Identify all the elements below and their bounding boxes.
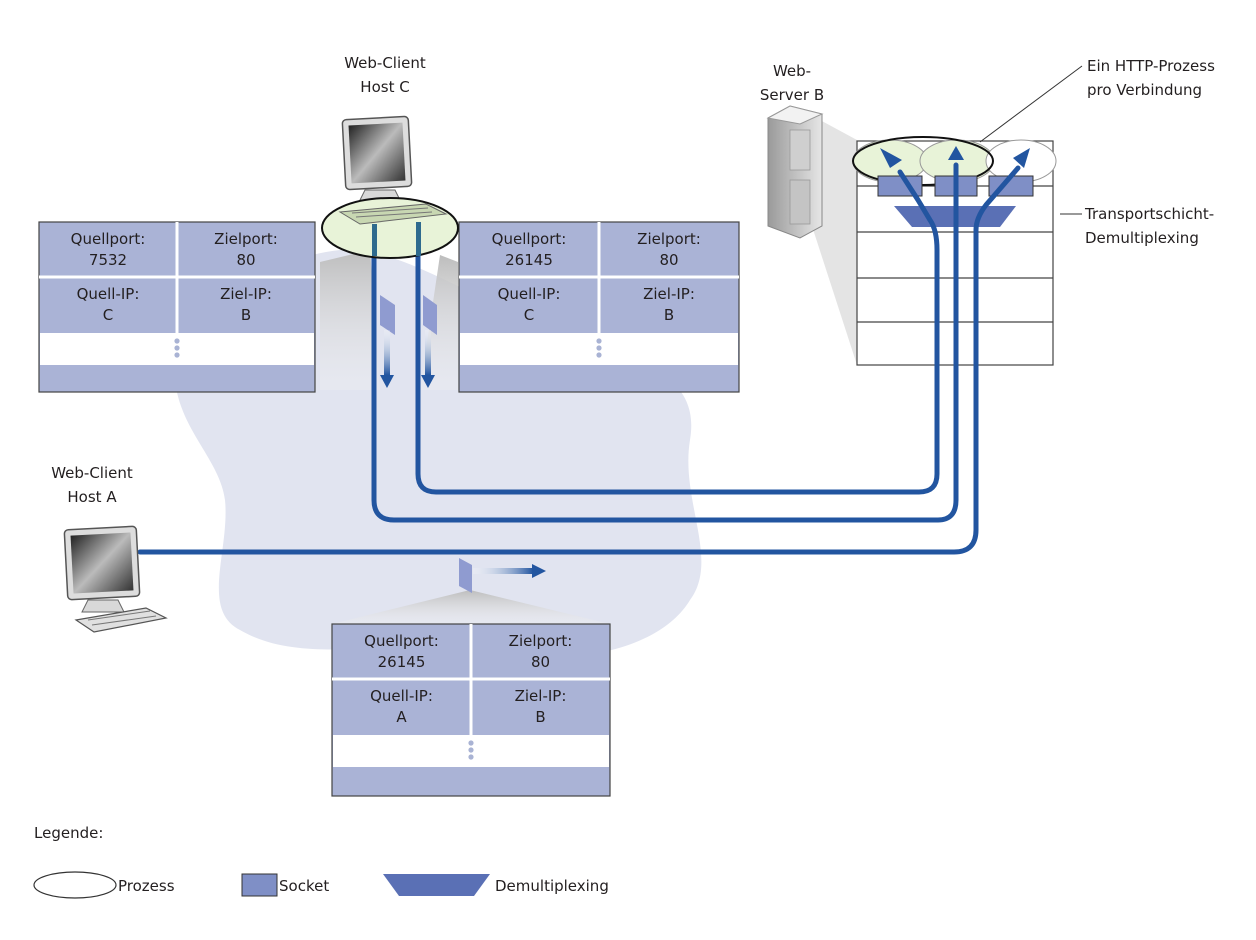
socket-tab-c-7532 (380, 295, 395, 335)
label-host-c-line1: Web-Client (344, 54, 426, 72)
legend: Legende: Prozess Socket Demultiplexing (33, 824, 609, 899)
cell-src-ip-value: A (396, 708, 407, 726)
arrowhead-process-3 (1013, 148, 1030, 168)
ellipsis-dot (596, 338, 602, 344)
cell-dst-port-label: Zielport: (214, 230, 278, 248)
label-host-a: Web-Client Host A (51, 464, 133, 506)
arrowhead-process-2 (948, 146, 964, 160)
cell-src-port-value: 26145 (505, 251, 553, 269)
legend-socket-icon (241, 873, 278, 897)
label-server-b: Web- Server B (760, 62, 824, 104)
host-a-computer-icon[interactable] (63, 525, 168, 633)
ellipsis-dot (468, 740, 474, 746)
arrowhead-process-1 (880, 148, 902, 168)
label-host-c-line2: Host C (360, 78, 409, 96)
shade-cone-left (320, 250, 380, 390)
socket-tab-c-26145 (423, 295, 437, 335)
label-transport-line2: Demultiplexing (1085, 229, 1199, 247)
legend-process-icon (33, 871, 117, 899)
label-http-process: Ein HTTP-Prozess pro Verbindung (1087, 57, 1215, 99)
legend-demux-label: Demultiplexing (495, 877, 609, 895)
arrowhead-c-26145 (421, 375, 435, 388)
host-c-socket-2 (416, 222, 421, 256)
label-host-a-line2: Host A (67, 488, 117, 506)
shade-cone-bottom (332, 590, 610, 624)
ellipsis-dot (174, 338, 180, 344)
cell-dst-port-label: Zielport: (637, 230, 701, 248)
cell-dst-port-value: 80 (236, 251, 255, 269)
label-host-a-line1: Web-Client (51, 464, 133, 482)
server-b-tower-icon[interactable] (766, 105, 824, 239)
connection-c-26145 (415, 169, 940, 495)
cell-dst-ip-value: B (535, 708, 545, 726)
legend-socket-label: Socket (279, 877, 329, 895)
ellipsis-dot (174, 352, 180, 358)
cell-dst-ip-value: B (241, 306, 251, 324)
cell-dst-ip-label: Ziel-IP: (643, 285, 695, 303)
cell-dst-port-value: 80 (531, 653, 550, 671)
callout-line-http (979, 65, 1083, 143)
cell-src-port-label: Quellport: (364, 632, 439, 650)
legend-process-label: Prozess (118, 877, 175, 895)
label-http-process-line2: pro Verbindung (1087, 81, 1202, 99)
cell-src-ip-label: Quell-IP: (370, 687, 433, 705)
legend-demux-icon (383, 874, 490, 896)
ellipsis-dot (174, 345, 180, 351)
host-c-socket-1 (372, 224, 377, 256)
connection-c-7532 (371, 162, 959, 523)
packet-arrow-a (473, 568, 533, 574)
legend-title: Legende: (34, 824, 103, 842)
cell-dst-ip-value: B (664, 306, 674, 324)
cell-src-port-label: Quellport: (492, 230, 567, 248)
label-host-c: Web-Client Host C (344, 54, 426, 96)
ellipsis-dot (596, 352, 602, 358)
connection-a-26145 (137, 165, 1021, 555)
ellipsis-dot (468, 747, 474, 753)
cell-src-ip-label: Quell-IP: (77, 285, 140, 303)
cell-src-port-value: 26145 (378, 653, 426, 671)
cell-src-ip-value: C (103, 306, 113, 324)
label-transport-line1: Transportschicht- (1084, 205, 1214, 223)
arrowhead-c-7532 (380, 375, 394, 388)
cell-dst-port-label: Zielport: (509, 632, 573, 650)
socket-tab-a (459, 558, 472, 593)
cell-src-port-value: 7532 (89, 251, 127, 269)
packet-arrow-c-26145 (425, 330, 431, 375)
label-server-b-line1: Web- (773, 62, 811, 80)
cell-dst-ip-label: Ziel-IP: (515, 687, 567, 705)
cell-src-ip-label: Quell-IP: (498, 285, 561, 303)
process-group-outline (852, 136, 994, 186)
cell-dst-ip-label: Ziel-IP: (220, 285, 272, 303)
cell-dst-port-value: 80 (659, 251, 678, 269)
arrowhead-a (532, 564, 546, 578)
host-c-computer-icon[interactable] (321, 115, 459, 259)
label-http-process-line1: Ein HTTP-Prozess (1087, 57, 1215, 75)
ellipsis-dot (468, 754, 474, 760)
label-server-b-line2: Server B (760, 86, 824, 104)
cell-src-port-label: Quellport: (71, 230, 146, 248)
ellipsis-dot (596, 345, 602, 351)
packet-arrow-c-7532 (384, 330, 390, 375)
label-transport-demux: Transportschicht- Demultiplexing (1084, 205, 1214, 247)
cell-src-ip-value: C (524, 306, 534, 324)
